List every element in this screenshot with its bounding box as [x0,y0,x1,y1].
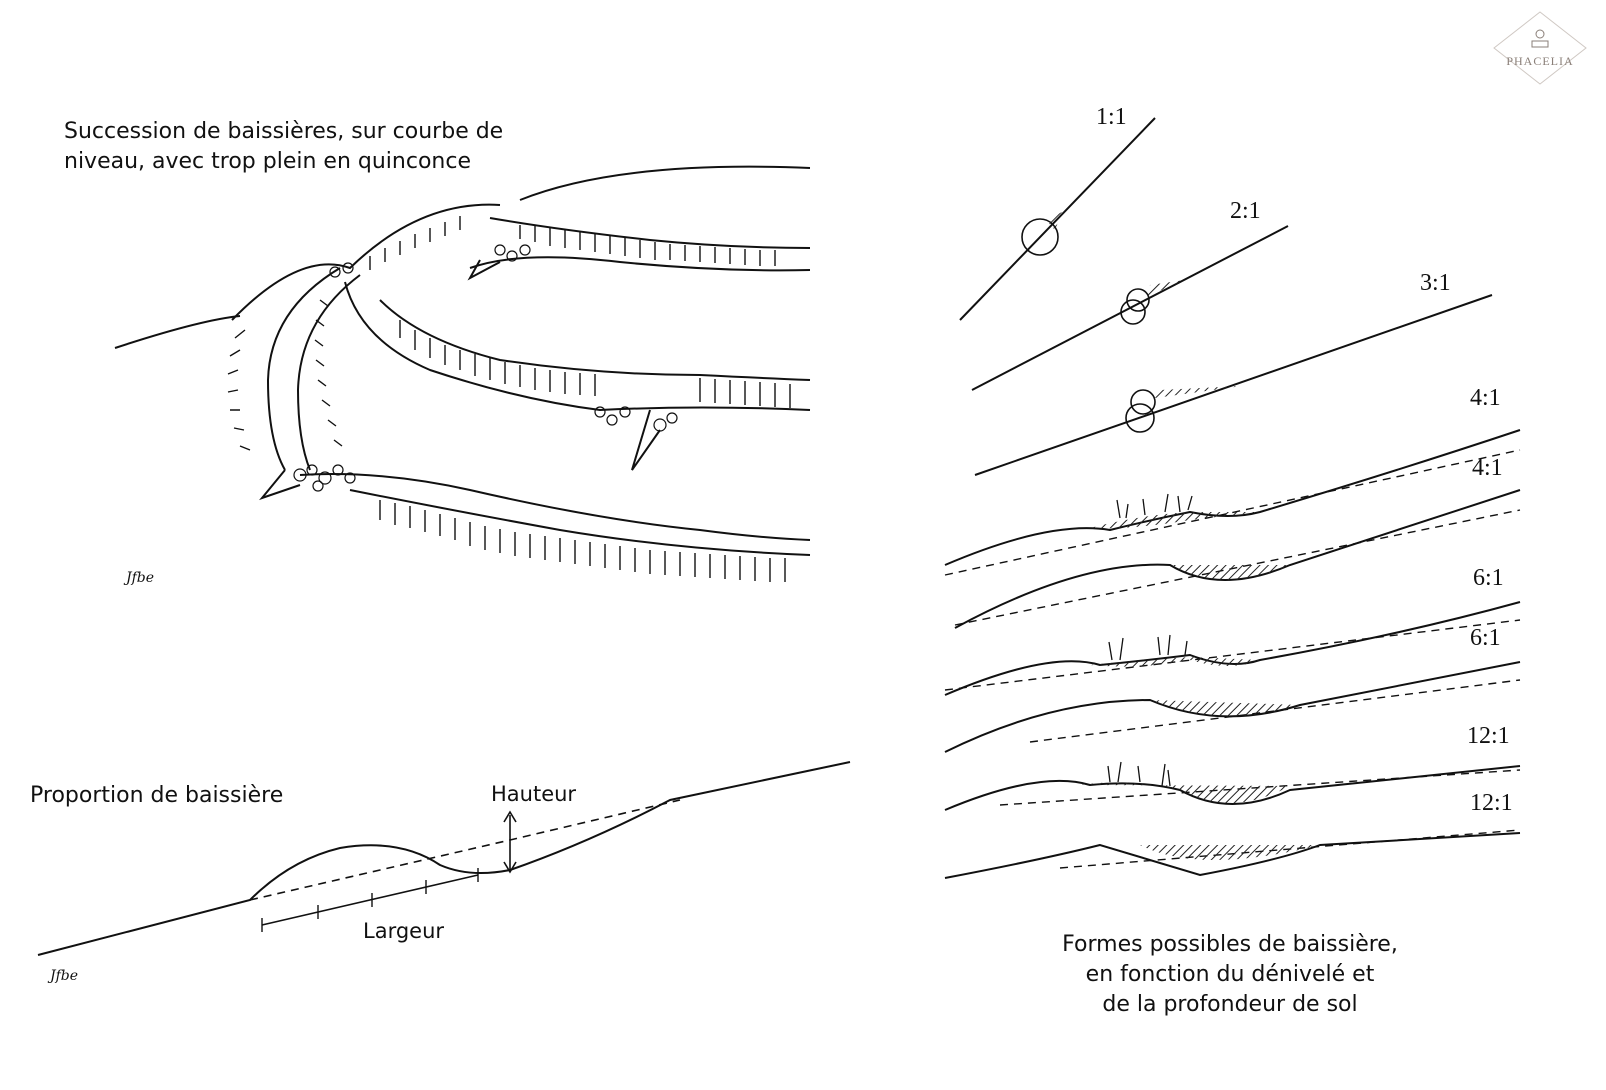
caption-right-bottom-line1: Formes possibles de baissière, [1062,932,1398,957]
ratio-label-6-1-b: 6:1 [1470,625,1501,651]
artist-signature-top: Jfbe [126,570,155,586]
artist-signature-bottom: Jfbe [50,968,79,984]
label-hauteur: Hauteur [491,782,577,806]
ratio-label-4-1-a: 4:1 [1470,385,1501,411]
caption-top-left-line1: Succession de baissières, sur courbe de [64,119,504,144]
proportion-cross-section [37,761,851,956]
grass-tufts [1107,493,1193,787]
ratio-label-12-1-b: 12:1 [1470,790,1513,816]
ratio-profiles [944,117,1521,879]
ratio-label-1-1: 1:1 [1096,104,1127,130]
ratio-label-3-1: 3:1 [1420,270,1451,296]
swale-succession-illustration [114,165,811,556]
caption-right-bottom-line2: en fonction du dénivelé et [1085,962,1375,987]
soil-fill-shading [1046,212,1320,860]
overflow-stones [293,244,678,492]
phacelia-logo: PHACELIA [1492,10,1588,86]
ratio-label-12-1-a: 12:1 [1467,723,1510,749]
caption-top-left-line2: niveau, avec trop plein en quinconce [64,149,471,174]
logo-text: PHACELIA [1506,54,1574,68]
ratio-label-4-1-b: 4:1 [1472,455,1503,481]
label-largeur: Largeur [363,919,445,943]
ratio-label-2-1: 2:1 [1230,198,1261,224]
caption-right-bottom-line3: de la profondeur de sol [1102,992,1358,1017]
logo-diamond-icon [1493,11,1587,85]
ratio-label-6-1-a: 6:1 [1473,565,1504,591]
slope-hachures [227,216,791,582]
caption-proportion: Proportion de baissière [30,783,284,808]
